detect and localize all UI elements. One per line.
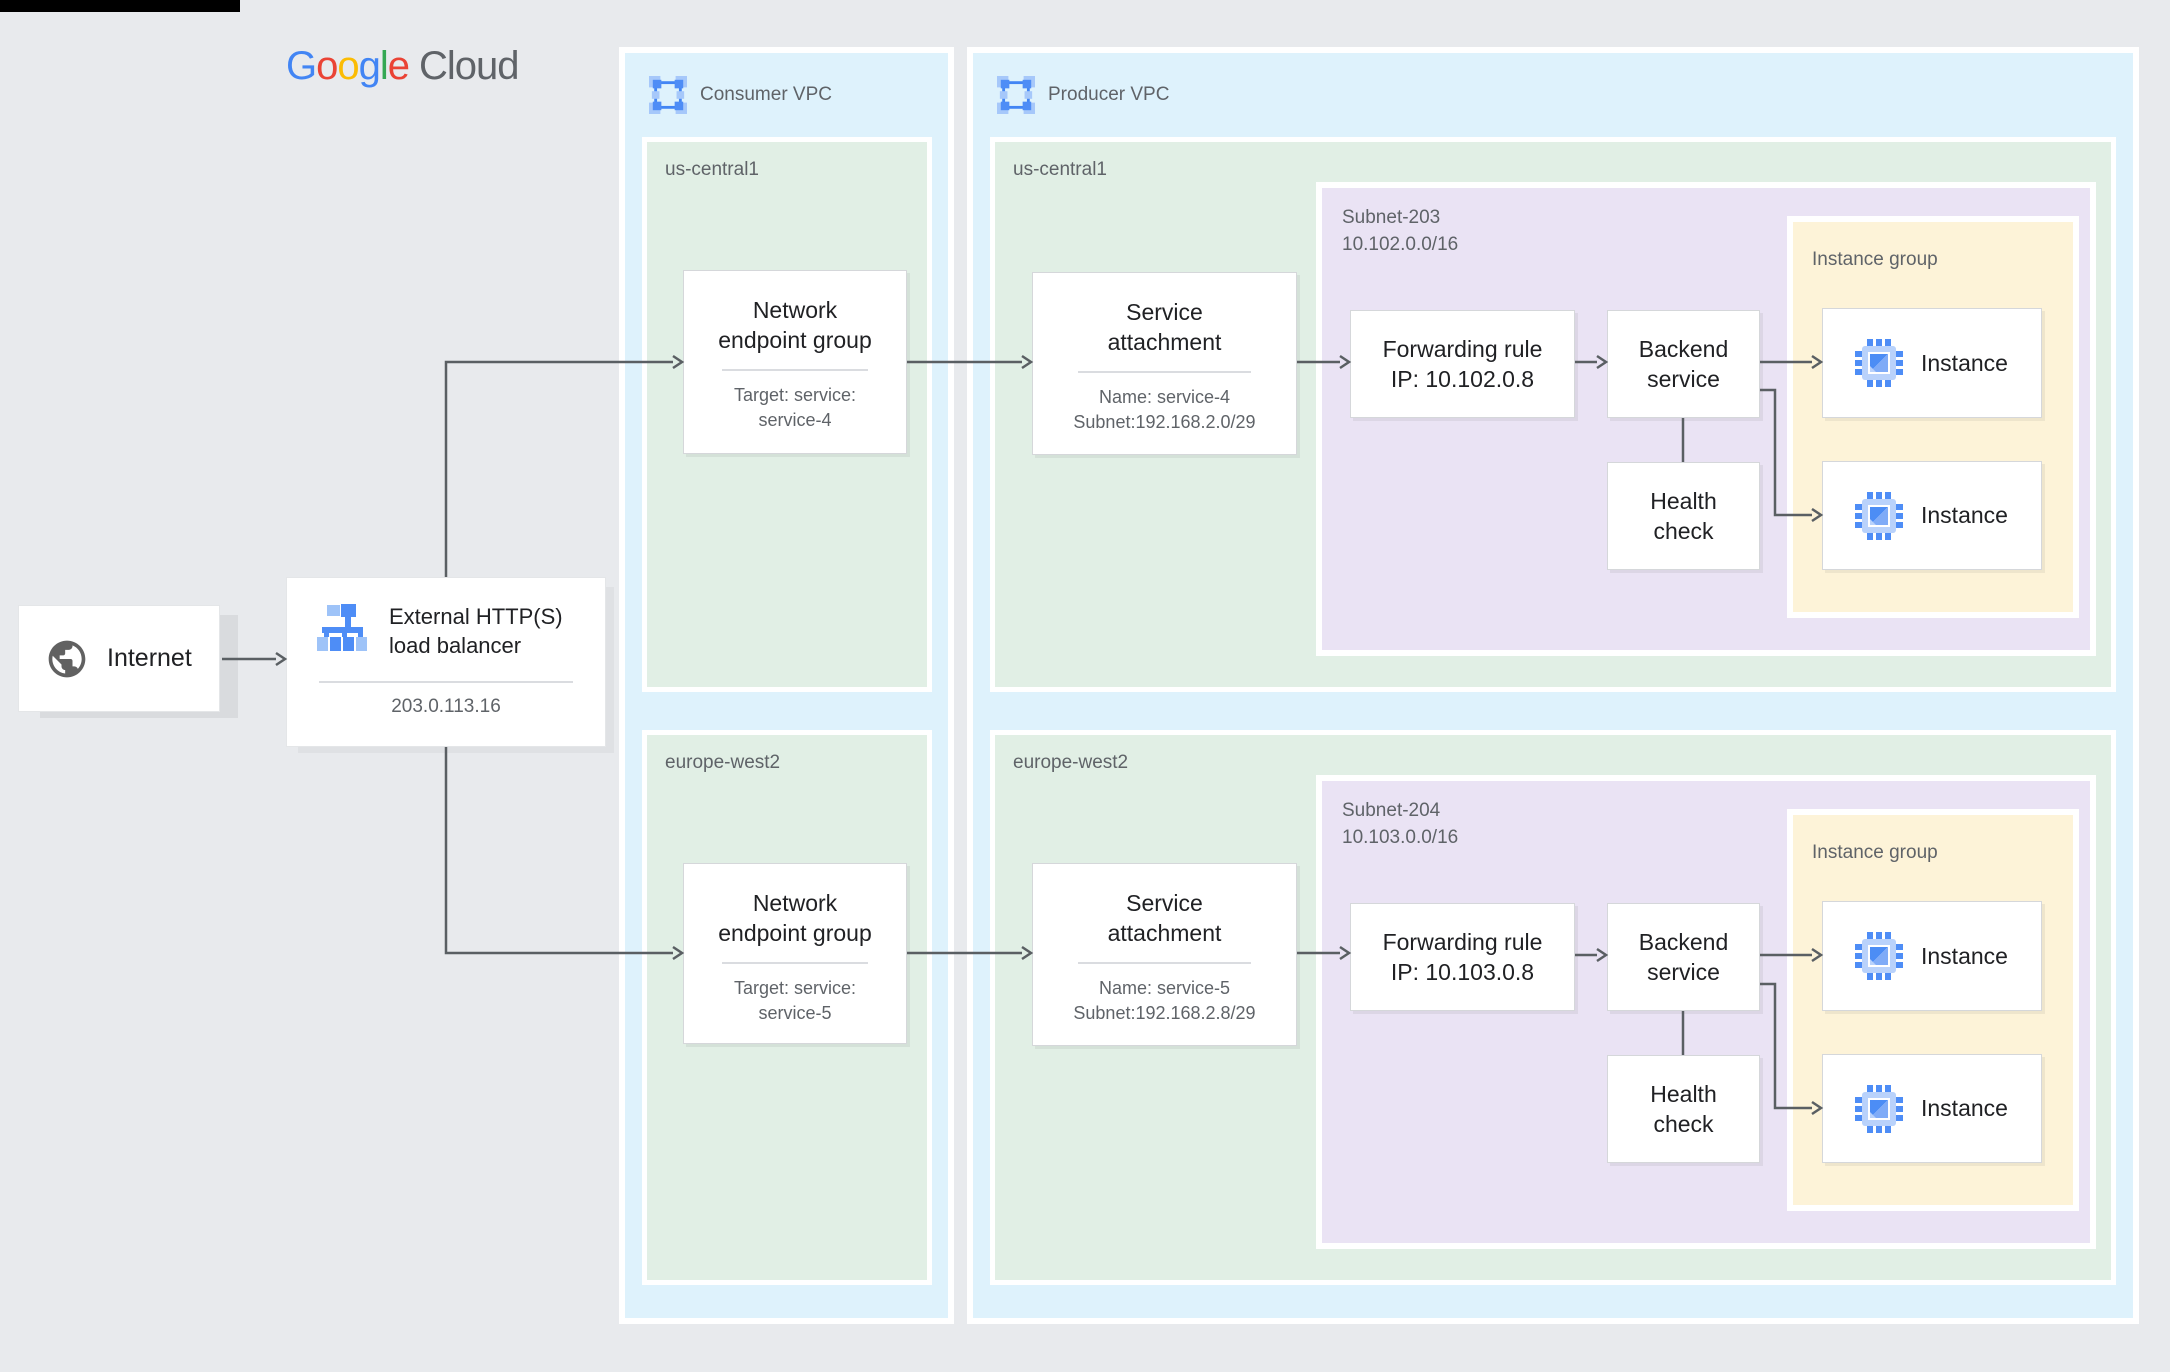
- instance-node: Instance: [1822, 901, 2042, 1011]
- vpc-icon: [649, 76, 687, 114]
- load-balancer-ip: 203.0.113.16: [391, 696, 501, 717]
- compute-instance-icon: [1855, 339, 1903, 387]
- subnet-label: Subnet-203 10.102.0.0/16: [1342, 204, 1458, 258]
- instance-group-label: Instance group: [1812, 842, 1938, 863]
- logo-cloud-text: Cloud: [419, 44, 520, 88]
- logo-letter: l: [379, 44, 389, 88]
- logo-letter: e: [387, 44, 410, 88]
- subnet-cidr: 10.102.0.0/16: [1342, 234, 1459, 255]
- compute-instance-icon: [1855, 491, 1903, 540]
- instance-node: Instance: [1822, 1054, 2042, 1163]
- divider: [721, 962, 869, 964]
- logo-letter: o: [316, 44, 338, 88]
- consumer-vpc-title: Consumer VPC: [700, 84, 832, 105]
- subnet-cidr: 10.103.0.0/16: [1342, 827, 1459, 848]
- region-label: europe-west2: [1013, 752, 1129, 773]
- load-balancer-node: External HTTP(S) load balancer 203.0.113.…: [286, 577, 606, 747]
- logo-letter: g: [358, 44, 381, 88]
- compute-instance-icon: [1855, 1084, 1903, 1133]
- lb-title-line1: External HTTP(S): [389, 604, 563, 629]
- top-edge-artifact: [0, 0, 240, 12]
- region-label: us-central1: [665, 159, 759, 180]
- subnet-name: Subnet-204: [1342, 800, 1441, 821]
- divider: [319, 681, 573, 683]
- instance-label: Instance: [1921, 942, 2008, 969]
- globe-icon: [48, 640, 86, 677]
- subnet-label: Subnet-204 10.103.0.0/16: [1342, 797, 1458, 851]
- instance-label: Instance: [1921, 1095, 2008, 1121]
- logo-letter: G: [286, 44, 317, 88]
- divider: [1077, 371, 1252, 373]
- node-subtext: Target: service:service-5: [733, 978, 857, 1023]
- logo-letter: o: [337, 44, 359, 88]
- instance-group-label: Instance group: [1812, 249, 1938, 270]
- load-balancer-title: External HTTP(S) load balancer: [389, 602, 594, 660]
- vpc-icon: [997, 76, 1035, 114]
- subnet-name: Subnet-203: [1342, 207, 1441, 228]
- lb-title-line2: load balancer: [389, 633, 522, 658]
- divider: [1077, 962, 1252, 964]
- producer-vpc-title: Producer VPC: [1048, 84, 1170, 105]
- internet-label: Internet: [107, 644, 192, 672]
- load-balancer-icon: [317, 604, 367, 651]
- internet-node: Internet: [18, 605, 220, 712]
- node-subtext: Target: service:service-4: [733, 385, 857, 430]
- instance-node: Instance: [1822, 461, 2042, 570]
- instance-label: Instance: [1921, 502, 2008, 528]
- instance-node: Instance: [1822, 308, 2042, 418]
- region-label: europe-west2: [665, 752, 781, 773]
- region-label: us-central1: [1013, 159, 1107, 180]
- divider: [721, 369, 869, 371]
- compute-instance-icon: [1855, 932, 1903, 980]
- instance-label: Instance: [1921, 349, 2008, 376]
